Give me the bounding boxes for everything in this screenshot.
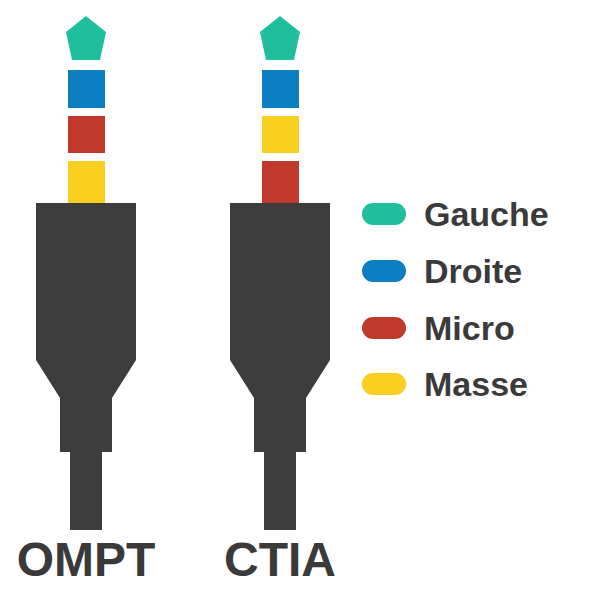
- legend-swatch: [362, 260, 406, 282]
- legend-swatch: [362, 373, 406, 395]
- legend-text: Gauche: [424, 197, 549, 231]
- standard-label: OMPT: [17, 536, 156, 584]
- legend-row: Micro: [362, 311, 515, 345]
- ctia-plug: [230, 16, 330, 530]
- legend-text: Micro: [424, 311, 515, 345]
- legend-text: Droite: [424, 254, 522, 288]
- legend-text: Masse: [424, 367, 528, 401]
- legend-swatch: [362, 317, 406, 339]
- ompt-plug: [36, 16, 136, 530]
- legend-swatch: [362, 203, 406, 225]
- legend-row: Masse: [362, 367, 528, 401]
- standard-label: CTIA: [224, 536, 336, 584]
- legend-row: Droite: [362, 254, 522, 288]
- legend-row: Gauche: [362, 197, 549, 231]
